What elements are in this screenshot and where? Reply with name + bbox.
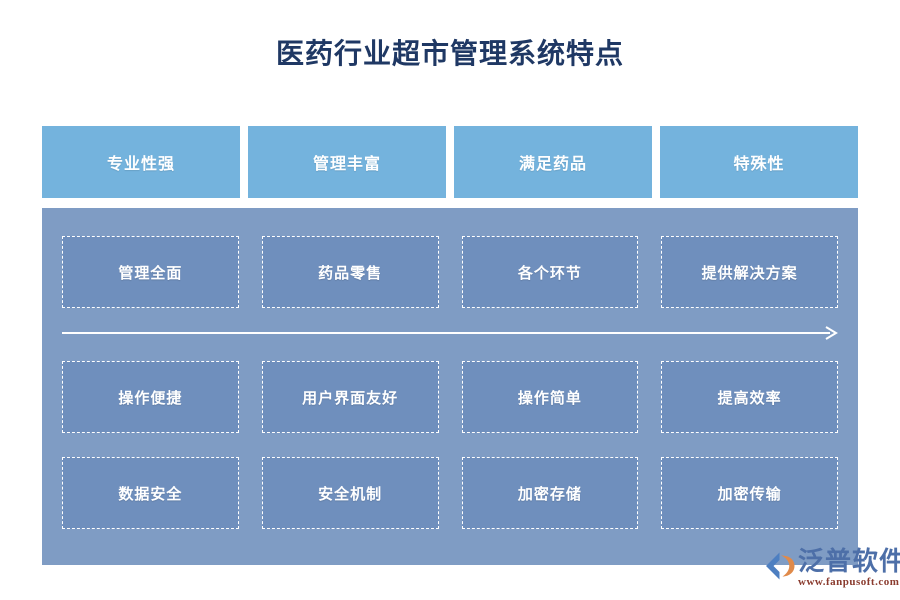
feature-cell-r2c2[interactable]: 用户界面友好 (261, 361, 439, 433)
feature-cell-r3c4-label: 加密传输 (717, 485, 782, 503)
header-card-3-label: 满足药品 (518, 156, 587, 173)
feature-cell-r2c3[interactable]: 操作简单 (461, 361, 639, 433)
feature-cell-r2c1[interactable]: 操作便捷 (62, 361, 239, 433)
header-card-2-label: 管理丰富 (312, 156, 381, 173)
feature-row-2: 操作便捷 用户界面友好 操作简单 提高效率 (62, 361, 838, 433)
feature-row-3: 数据安全 安全机制 加密存储 加密传输 (62, 457, 838, 529)
feature-panel: 泛普软件 www.fanpusoft.com 管理全面 药品零售 各个环节 提供… (42, 208, 858, 565)
header-card-3[interactable]: 满足药品 (454, 126, 652, 198)
feature-cell-r3c1-label: 数据安全 (118, 485, 183, 503)
feature-cell-r3c3[interactable]: 加密存储 (461, 457, 639, 529)
feature-cell-r2c4-label: 提高效率 (717, 389, 782, 407)
right-arrow-icon (62, 326, 838, 340)
header-card-row: 专业性强 管理丰富 满足药品 特殊性 (42, 126, 858, 198)
feature-cell-r2c2-label: 用户界面友好 (302, 389, 399, 407)
feature-cell-r3c3-label: 加密存储 (517, 485, 582, 503)
feature-cell-r2c1-label: 操作便捷 (118, 389, 183, 407)
header-card-4[interactable]: 特殊性 (660, 126, 858, 198)
feature-cell-r3c1[interactable]: 数据安全 (62, 457, 239, 529)
feature-cell-r3c4[interactable]: 加密传输 (661, 457, 838, 529)
header-card-2[interactable]: 管理丰富 (248, 126, 446, 198)
feature-cell-r2c4[interactable]: 提高效率 (661, 361, 838, 433)
feature-cell-r1c2[interactable]: 药品零售 (261, 236, 439, 308)
feature-cell-r1c4[interactable]: 提供解决方案 (661, 236, 838, 308)
feature-cell-r1c4-label: 提供解决方案 (701, 264, 798, 282)
feature-cell-r3c2-label: 安全机制 (318, 485, 383, 503)
feature-cell-r2c3-label: 操作简单 (517, 389, 582, 407)
feature-cell-r1c1-label: 管理全面 (118, 264, 183, 282)
header-card-4-label: 特殊性 (733, 156, 785, 173)
header-card-1-label: 专业性强 (106, 156, 175, 173)
feature-cell-r3c2[interactable]: 安全机制 (261, 457, 439, 529)
page-title: 医药行业超市管理系统特点 (275, 38, 624, 69)
feature-cell-r1c3-label: 各个环节 (517, 264, 582, 282)
feature-row-1: 管理全面 药品零售 各个环节 提供解决方案 (62, 236, 838, 308)
feature-cell-r1c1[interactable]: 管理全面 (62, 236, 239, 308)
brand-watermark-url: www.fanpusoft.com (798, 576, 900, 588)
feature-cell-r1c3[interactable]: 各个环节 (461, 236, 639, 308)
feature-cell-r1c2-label: 药品零售 (318, 264, 383, 282)
header-card-1[interactable]: 专业性强 (42, 126, 240, 198)
